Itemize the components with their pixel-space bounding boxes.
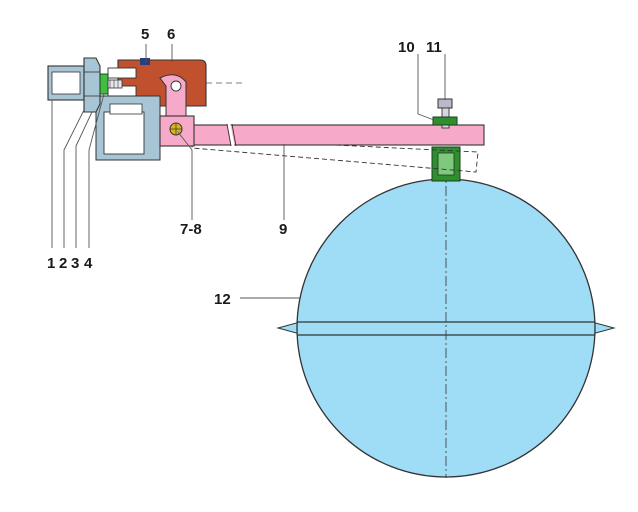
label-11: 11 [426, 39, 442, 56]
pivot-block [159, 115, 195, 147]
float-clamp-inner [437, 152, 455, 176]
locknut [432, 116, 458, 126]
label-9: 9 [279, 221, 287, 238]
lever-break-mark [227, 123, 235, 147]
leader-7-8 [177, 131, 193, 220]
hex-nut [83, 57, 101, 113]
lever-break-line-a [226, 123, 232, 147]
label-3: 3 [71, 255, 79, 272]
label-5: 5 [141, 26, 149, 43]
label-1: 1 [47, 255, 55, 272]
leader-lines [51, 44, 446, 299]
lever-break-line-b [231, 123, 237, 147]
valve-bracket [95, 95, 161, 161]
adjuster-bolt [432, 98, 458, 129]
valve-body [107, 58, 246, 119]
leader-3 [75, 111, 93, 248]
leader-2 [63, 109, 85, 248]
valve-bore-top [107, 67, 137, 79]
label-2: 2 [59, 255, 67, 272]
bracket-cap [109, 103, 143, 115]
bolt-head [437, 98, 453, 109]
leader-10 [417, 54, 435, 121]
label-10: 10 [398, 39, 415, 56]
label-7-8: 7-8 [180, 221, 202, 238]
float-clamp [431, 146, 461, 182]
valve-seal-top [140, 58, 150, 65]
inlet-fitting [47, 57, 123, 113]
float-ball [276, 150, 616, 478]
inlet-bore [51, 71, 81, 95]
piston-hole [170, 80, 182, 92]
label-6: 6 [167, 26, 175, 43]
leader-4 [88, 93, 105, 248]
seat-washer [99, 73, 109, 95]
part-labels: 1 2 3 4 5 6 7-8 9 10 11 12 [47, 26, 442, 308]
label-12: 12 [214, 291, 231, 308]
nozzle [107, 79, 123, 89]
bracket-window [103, 111, 145, 155]
label-4: 4 [84, 255, 93, 272]
